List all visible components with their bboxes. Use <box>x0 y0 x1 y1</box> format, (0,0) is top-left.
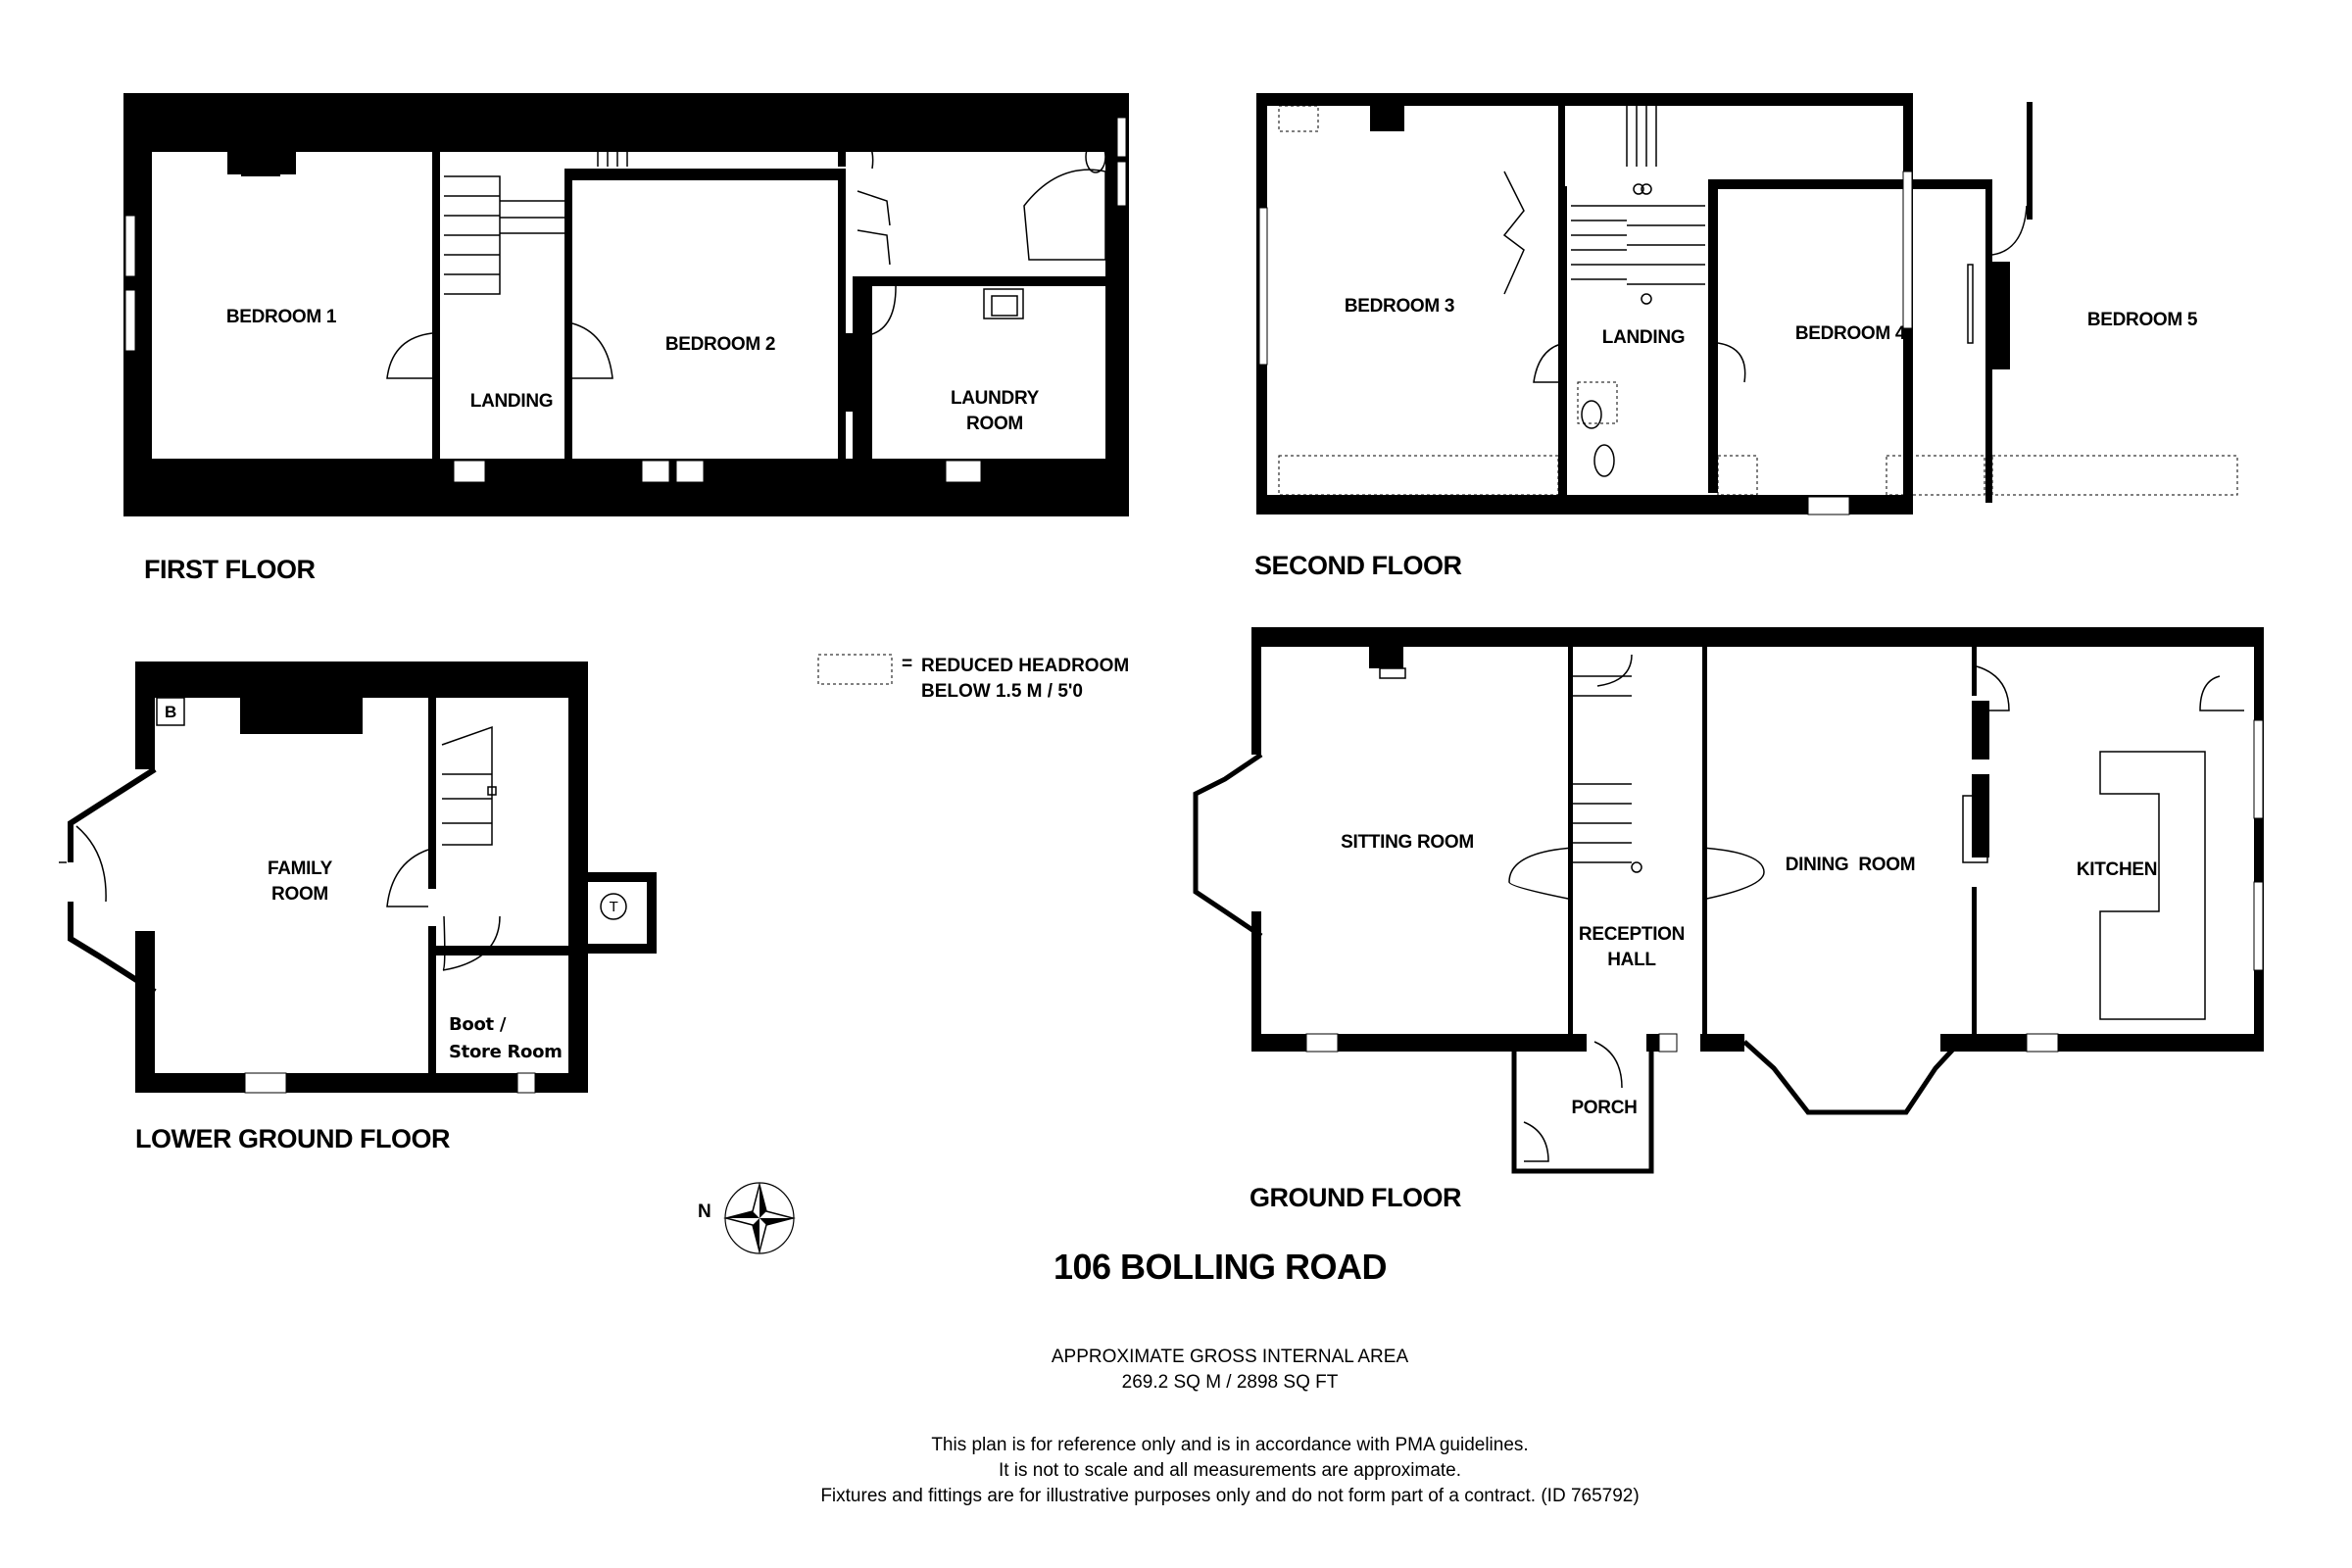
lower-ground-fixtures <box>59 697 627 971</box>
room-label-bedroom-4: BEDROOM 4 <box>1794 323 1906 344</box>
legend-text: REDUCED HEADROOM BELOW 1.5 M / 5'0 <box>921 654 1129 705</box>
lower-ground-windows <box>244 1072 536 1094</box>
room-label-bedroom-3: BEDROOM 3 <box>1344 296 1455 317</box>
room-label-bedroom-5: BEDROOM 5 <box>2086 310 2198 330</box>
floor-label-lower-ground: LOWER GROUND FLOOR <box>135 1124 450 1153</box>
first-floor-fixtures <box>386 109 1106 379</box>
gross-internal-area: APPROXIMATE GROSS INTERNAL AREA 269.2 SQ… <box>0 1345 2352 1396</box>
legend-equals: = <box>902 654 913 674</box>
room-label-dining-room: DINING ROOM <box>1785 855 1916 875</box>
legend-swatch <box>817 654 893 685</box>
room-label-family-room: FAMILY ROOM <box>267 858 333 905</box>
room-label-porch: PORCH <box>1571 1098 1638 1118</box>
legend-line-1: REDUCED HEADROOM <box>921 656 1130 676</box>
compass-north-label: N <box>698 1201 711 1222</box>
room-label-laundry-room: LAUNDRY ROOM <box>950 388 1040 434</box>
room-label-second-landing: LANDING <box>1601 327 1686 348</box>
room-label-bedroom-2: BEDROOM 2 <box>664 334 776 355</box>
lower-ground-bay <box>68 766 157 995</box>
area-heading: APPROXIMATE GROSS INTERNAL AREA <box>1051 1347 1409 1367</box>
room-label-first-landing: LANDING <box>469 391 554 412</box>
ground-floor-windows <box>1305 719 2264 1053</box>
floor-label-second: SECOND FLOOR <box>1254 551 1462 580</box>
room-label-sitting-room: SITTING ROOM <box>1341 832 1474 853</box>
ground-floor-bays <box>1193 752 1962 1174</box>
compass-rose-icon <box>723 1182 796 1254</box>
floor-label-first: FIRST FLOOR <box>144 555 316 584</box>
legend-line-2: BELOW 1.5 M / 5'0 <box>921 681 1083 702</box>
property-title: 106 BOLLING ROAD <box>1053 1247 1388 1287</box>
first-floor-plan <box>123 93 1129 516</box>
room-label-kitchen: KITCHEN <box>2076 859 2158 880</box>
tank-label: T <box>609 899 618 915</box>
ground-floor-fixtures <box>1379 654 2244 1162</box>
disclaimer: This plan is for reference only and is i… <box>0 1433 2352 1509</box>
second-floor-fixtures <box>1502 102 2028 477</box>
room-label-bedroom-1: BEDROOM 1 <box>225 307 337 327</box>
first-floor-windows <box>124 117 1127 483</box>
floor-label-ground: GROUND FLOOR <box>1250 1183 1462 1212</box>
area-value: 269.2 SQ M / 2898 SQ FT <box>1121 1372 1339 1393</box>
disclaimer-line-3: Fixtures and fittings are for illustrati… <box>820 1486 1640 1506</box>
reduced-headroom-zones <box>1278 105 2238 496</box>
boiler-label: B <box>165 703 176 721</box>
second-floor-windows <box>1258 171 1913 515</box>
disclaimer-line-2: It is not to scale and all measurements … <box>998 1460 1462 1481</box>
room-label-boot-store-room: Boot / Store Room <box>449 1014 563 1062</box>
disclaimer-line-1: This plan is for reference only and is i… <box>931 1435 1529 1455</box>
room-label-reception-hall: RECEPTION HALL <box>1578 924 1686 970</box>
